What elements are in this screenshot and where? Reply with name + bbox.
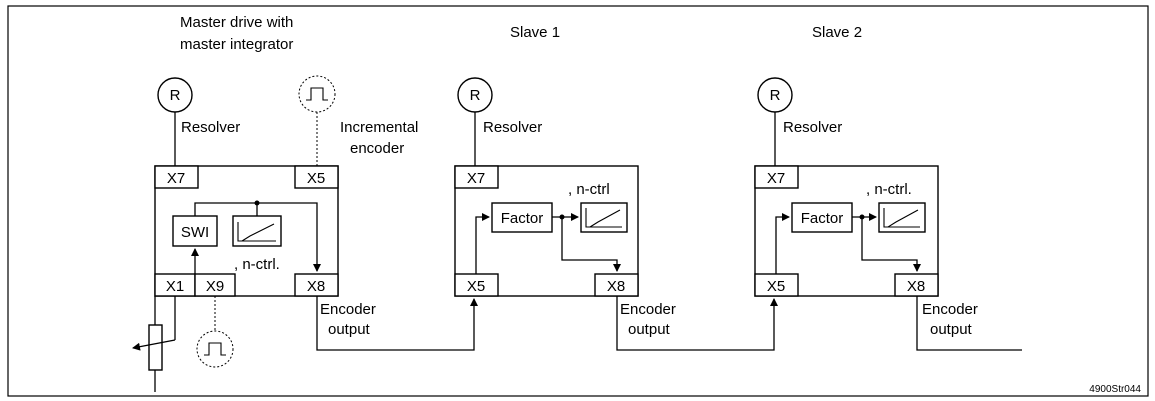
resolver-label: Resolver [181, 119, 240, 136]
port-x1-label: X1 [166, 278, 184, 295]
link-master-to-slave1 [316, 296, 478, 351]
incremental-label-line1: Incremental [340, 119, 418, 136]
slave1-ramp-axis [585, 208, 622, 228]
slave2-port-x5-label: X5 [767, 278, 785, 295]
slave1-title: Slave 1 [510, 24, 560, 41]
master-encoder-output-line1: Encoder [320, 301, 376, 318]
x9-pulse-glyph [204, 342, 226, 356]
port-x7 [154, 165, 199, 189]
potentiometer-icon [148, 324, 163, 371]
slave2-drive: Slave 2 R Resolver X7 X5 X8 Factor , n-c… [754, 24, 978, 338]
outer-frame [7, 5, 1149, 397]
slave2-resolver-symbol-label: R [770, 87, 781, 104]
slave1-resolver-symbol-label: R [470, 87, 481, 104]
slave1-encoder-output-line2: output [628, 321, 671, 338]
nctrl-label: , n-ctrl. [234, 256, 280, 273]
potentiometer-wiper [132, 339, 176, 351]
ramp-axis [237, 222, 276, 242]
master-encoder-output-line2: output [328, 321, 371, 338]
slave2-port-x8-label: X8 [907, 278, 925, 295]
pulse-glyph [306, 87, 328, 101]
master-drive: Master drive with master integrator R Re… [132, 14, 418, 392]
port-x5-label: X5 [307, 170, 325, 187]
port-x7-label: X7 [167, 170, 185, 187]
slave1-port-x7 [454, 165, 499, 189]
slave2-ramp-axis [883, 208, 920, 228]
port-x8-label: X8 [307, 278, 325, 295]
slave2-ramp-icon [878, 202, 926, 233]
figure-id: 4900Str044 [1089, 384, 1141, 395]
slave2-nctrl-label: , n-ctrl. [866, 181, 912, 198]
slave2-resolver-label: Resolver [783, 119, 842, 136]
swi-label: SWI [181, 224, 209, 241]
slave2-encoder-output-line1: Encoder [922, 301, 978, 318]
slave1-drive: Slave 1 R Resolver X7 X5 X8 Factor , n-c… [454, 24, 676, 338]
slave1-port-x8-label: X8 [607, 278, 625, 295]
ramp-curve [241, 223, 275, 242]
port-x5 [294, 165, 339, 189]
slave2-ramp-curve [887, 209, 919, 228]
slave2-port-x7-label: X7 [767, 170, 785, 187]
resolver-symbol-label: R [170, 87, 181, 104]
slave1-port-x7-label: X7 [467, 170, 485, 187]
port-x9-label: X9 [206, 278, 224, 295]
junction-dot [254, 200, 260, 206]
x9-encoder-icon [196, 330, 234, 368]
slave1-ramp-curve [589, 209, 621, 228]
slave1-ramp-icon [580, 202, 628, 233]
slave1-signal-to-x8 [561, 217, 621, 272]
incremental-encoder-icon [298, 75, 336, 113]
master-title-line1: Master drive with [180, 14, 293, 31]
slave1-signal-x5-to-factor [475, 213, 490, 274]
slave1-nctrl-label: , n-ctrl [568, 181, 610, 198]
slave1-port-x5-label: X5 [467, 278, 485, 295]
slave1-encoder-output-line1: Encoder [620, 301, 676, 318]
slave1-resolver-label: Resolver [483, 119, 542, 136]
master-title-line2: master integrator [180, 36, 293, 53]
swi-block [172, 215, 218, 247]
slave2-factor-block [791, 202, 853, 233]
slave2-encoder-output-line2: output [930, 321, 973, 338]
incremental-label-line2: encoder [350, 140, 404, 157]
slave2-output-line [916, 296, 1022, 351]
slave2-signal-x5-to-factor [775, 213, 790, 274]
slave1-factor-label: Factor [501, 210, 544, 227]
slave2-factor-label: Factor [801, 210, 844, 227]
link-slave1-to-slave2 [616, 296, 778, 351]
slave2-title: Slave 2 [812, 24, 862, 41]
slave2-signal-to-x8 [861, 217, 921, 272]
slave2-port-x7 [754, 165, 799, 189]
